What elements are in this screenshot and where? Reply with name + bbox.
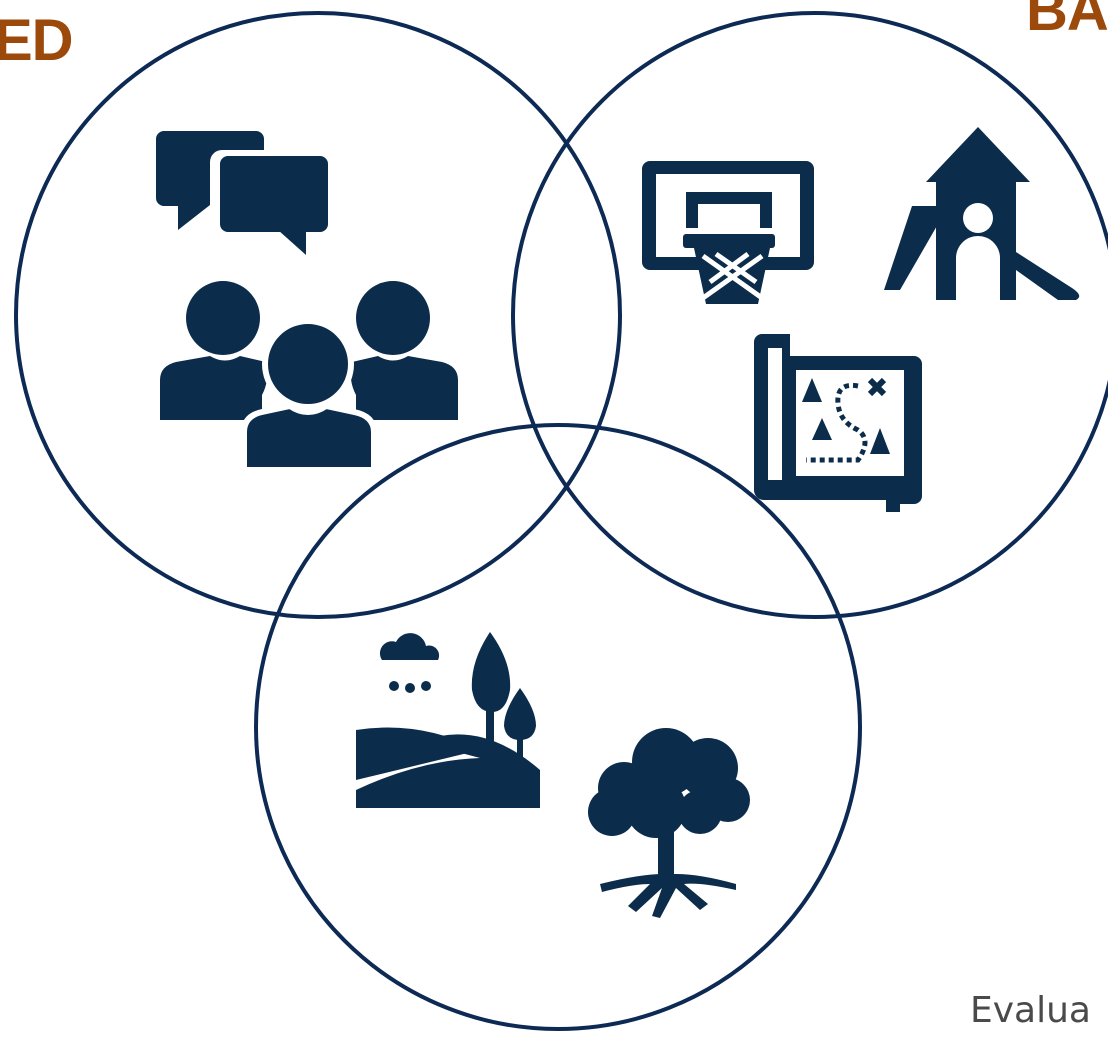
tree-roots-icon: [588, 728, 750, 918]
treasure-map-icon: [754, 334, 922, 512]
people-group-icon: [160, 281, 458, 473]
basketball-hoop-icon: [642, 161, 814, 304]
speech-bubbles-icon: [156, 131, 328, 255]
right-heading-label: BA: [1026, 0, 1108, 43]
venn-circle-recreation: [511, 11, 1108, 619]
left-heading-label: ED: [0, 8, 74, 73]
venn-circle-community: [14, 11, 622, 619]
playground-slide-icon: [884, 127, 1080, 300]
landscape-rain-icon: [356, 632, 540, 808]
footer-caption: Evalua: [970, 990, 1091, 1031]
venn-circle-nature: [254, 423, 862, 1031]
